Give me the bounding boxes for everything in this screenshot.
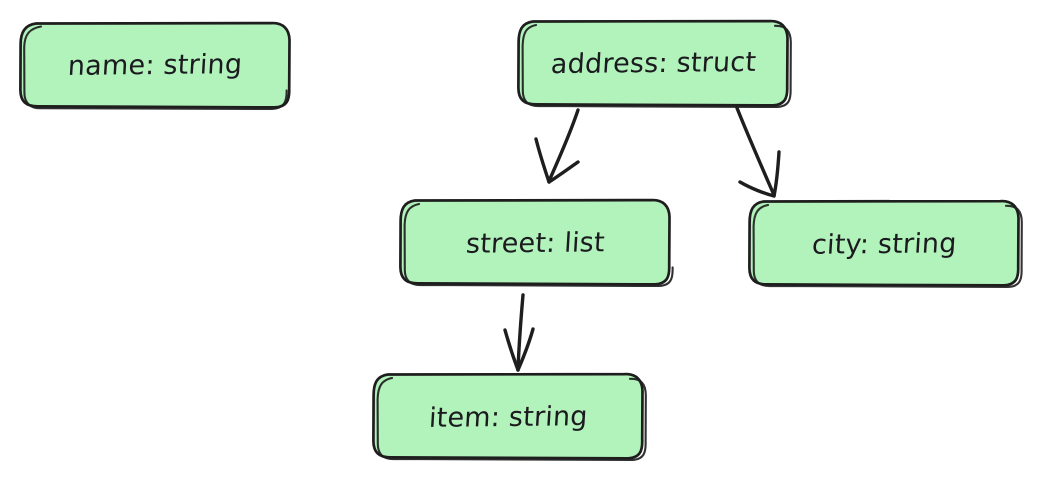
edge-street-to-item[interactable]	[503, 293, 535, 372]
node-label-item: item: string	[428, 400, 589, 434]
edge-address-to-street[interactable]	[534, 108, 580, 184]
node-shape-address[interactable]	[517, 19, 792, 109]
node-label-city: city: string	[811, 227, 958, 261]
node-item[interactable]: item: string	[373, 373, 644, 461]
node-street[interactable]: street: list	[400, 199, 670, 287]
node-city[interactable]: city: string	[749, 200, 1020, 288]
node-shape-item[interactable]	[372, 372, 647, 462]
node-shape-name[interactable]	[19, 21, 291, 111]
node-label-street: street: list	[464, 226, 606, 260]
node-shape-street[interactable]	[399, 198, 674, 288]
edge-address-to-city[interactable]	[735, 106, 781, 198]
node-label-name: name: string	[66, 48, 244, 82]
node-label-address: address: struct	[550, 46, 758, 80]
node-address[interactable]: address: struct	[518, 20, 790, 106]
node-shape-city[interactable]	[748, 199, 1023, 289]
node-name[interactable]: name: string	[20, 22, 290, 108]
